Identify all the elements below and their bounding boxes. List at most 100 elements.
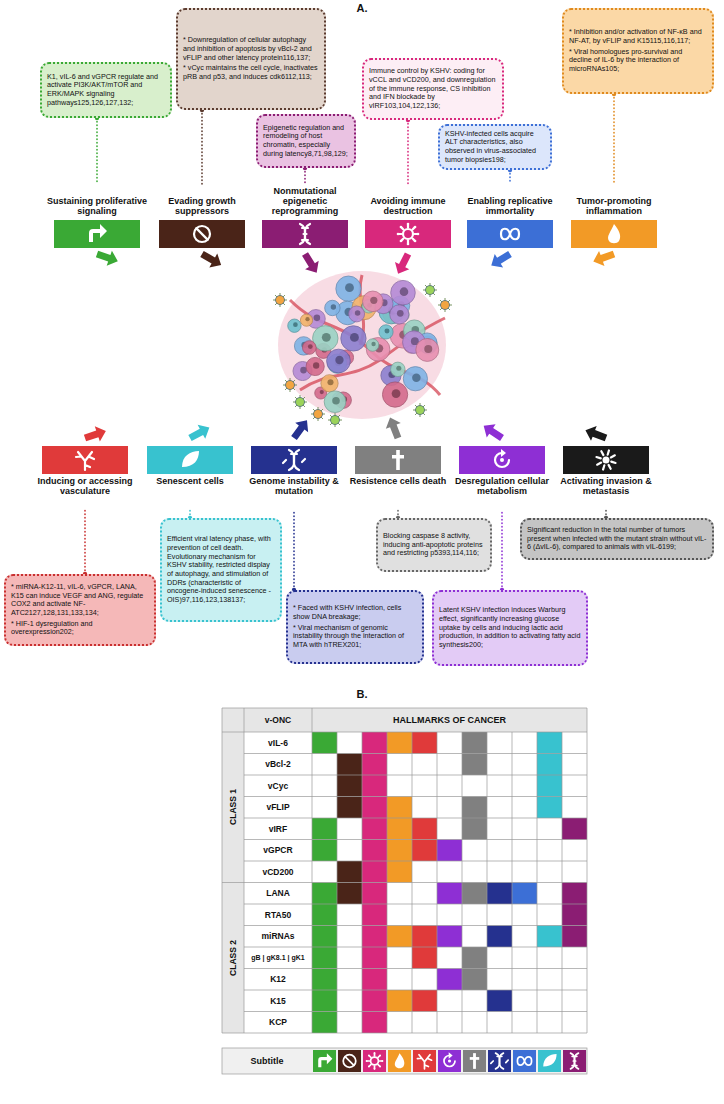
legend-icon bbox=[338, 1050, 361, 1072]
tumor-cell bbox=[321, 375, 338, 392]
glyph-circle bbox=[500, 458, 504, 462]
table-cell bbox=[337, 775, 362, 797]
tumor-cell bbox=[382, 382, 407, 407]
table-cell bbox=[312, 1012, 337, 1034]
icon-tile bbox=[563, 1050, 586, 1072]
table-grid bbox=[462, 732, 463, 1033]
icon-tile bbox=[538, 1050, 561, 1072]
icon-glyph bbox=[596, 450, 615, 469]
icon-glyph bbox=[392, 450, 404, 470]
legend-title: Subtitle bbox=[222, 1048, 312, 1074]
hallmark-label: Evading growth suppressors bbox=[149, 184, 255, 220]
hallmark-label: Desregulation cellular metabolism bbox=[449, 474, 555, 510]
glyph-stroke bbox=[395, 1053, 405, 1068]
callout-text: Blocking caspase 8 activity, inducing an… bbox=[383, 532, 485, 558]
leader-line bbox=[304, 168, 306, 184]
table-grid bbox=[587, 708, 588, 1033]
legend-icon bbox=[363, 1050, 386, 1072]
tumor-cell bbox=[391, 362, 405, 376]
glyph-stroke bbox=[506, 1060, 508, 1062]
glyph-stroke bbox=[302, 227, 308, 229]
table-header-bg bbox=[222, 708, 587, 732]
leader-line bbox=[397, 510, 399, 518]
cell-nucleus bbox=[424, 345, 432, 353]
leader-line bbox=[189, 510, 191, 518]
hallmark-icon: Activating invasion & metastasis bbox=[553, 446, 659, 510]
table-grid bbox=[244, 904, 587, 905]
cell-nucleus bbox=[392, 389, 401, 398]
callout-box: Immune control by KSHV: coding for vCCL … bbox=[362, 58, 504, 120]
leader-line bbox=[84, 510, 86, 574]
callout-text: * miRNA-K12-11, vIL-6, vGPCR, LANA, K15 … bbox=[11, 583, 149, 618]
cell-nucleus bbox=[385, 328, 390, 333]
glyph-stroke bbox=[407, 225, 409, 228]
glyph-stroke bbox=[345, 1057, 354, 1066]
icon-glyph bbox=[543, 1054, 556, 1067]
tumor-cell bbox=[416, 338, 439, 361]
glyph-stroke bbox=[89, 224, 107, 242]
table-cell bbox=[312, 990, 337, 1012]
tumor-cell bbox=[403, 367, 427, 391]
cell-nucleus bbox=[345, 283, 354, 292]
glyph-stroke bbox=[378, 1056, 379, 1057]
icon-tile bbox=[42, 446, 128, 474]
table-grid bbox=[244, 990, 587, 991]
callout-text: * vCyc maintains the cell cycle, inactiv… bbox=[183, 64, 319, 81]
virus-capsid bbox=[314, 410, 323, 419]
glyph-stroke bbox=[413, 228, 415, 230]
glyph-stroke bbox=[611, 455, 615, 457]
glyph-stroke bbox=[571, 1053, 579, 1069]
tumor-cell bbox=[391, 280, 416, 305]
hallmark-label: Enabling replicative immortality bbox=[457, 184, 563, 220]
icon-tile bbox=[251, 446, 337, 474]
callout-text: KSHV-infected cells acquire ALT characte… bbox=[445, 130, 545, 165]
table-cell bbox=[387, 797, 412, 819]
hallmark-icon: Desregulation cellular metabolism bbox=[449, 446, 555, 510]
table-cell bbox=[412, 947, 437, 969]
table-grid bbox=[244, 775, 587, 776]
table-grid bbox=[222, 708, 223, 1033]
table-grid bbox=[244, 968, 587, 969]
icon-tile bbox=[363, 1050, 386, 1072]
cell-nucleus bbox=[350, 333, 359, 342]
icon-tile bbox=[488, 1050, 511, 1072]
tumor-cell bbox=[325, 300, 340, 315]
callout-text: Significant reduction in the total numbe… bbox=[527, 526, 707, 552]
glyph-stroke bbox=[402, 239, 404, 241]
glyph-circle bbox=[381, 1060, 383, 1062]
table-grid bbox=[244, 796, 587, 797]
icon-glyph bbox=[318, 1053, 332, 1067]
tumor-cell bbox=[379, 325, 393, 339]
hallmark-tile bbox=[262, 220, 348, 248]
callout-box: Significant reduction in the total numbe… bbox=[520, 518, 714, 560]
hallmark-icon: Sustaining proliferative signaling bbox=[44, 184, 150, 248]
glyph-circle bbox=[414, 226, 417, 229]
row-label: vGPCR bbox=[244, 840, 312, 862]
row-label: KCP bbox=[244, 1012, 312, 1034]
cell-nucleus bbox=[327, 379, 333, 385]
table-header: v-ONC bbox=[244, 708, 312, 732]
icon-glyph bbox=[89, 224, 107, 242]
tumor-cell bbox=[366, 339, 378, 351]
cell-nucleus bbox=[332, 397, 340, 405]
hallmark-tile bbox=[147, 446, 233, 474]
glyph-stroke bbox=[501, 229, 519, 240]
glyph-circle bbox=[403, 229, 413, 239]
glyph-stroke bbox=[596, 457, 600, 458]
glyph-stroke bbox=[571, 1053, 579, 1069]
glyph-stroke bbox=[417, 1055, 431, 1069]
glyph-stroke bbox=[608, 224, 620, 243]
table-grid bbox=[222, 708, 587, 709]
table-cell bbox=[487, 883, 512, 905]
hallmark-label: Nonmutational epigenetic reprogramming bbox=[252, 184, 358, 220]
icon-tile bbox=[438, 1050, 461, 1072]
table-cell bbox=[387, 732, 412, 754]
glyph-stroke bbox=[603, 465, 604, 469]
icon-tile bbox=[388, 1050, 411, 1072]
table-cell bbox=[412, 926, 437, 948]
glyph-stroke bbox=[415, 233, 418, 235]
glyph-stroke bbox=[369, 1056, 370, 1057]
tumor-cell bbox=[349, 306, 365, 322]
icon-glyph bbox=[491, 1053, 508, 1069]
callout-text: * Downregulation of cellular autophagy a… bbox=[183, 36, 319, 62]
